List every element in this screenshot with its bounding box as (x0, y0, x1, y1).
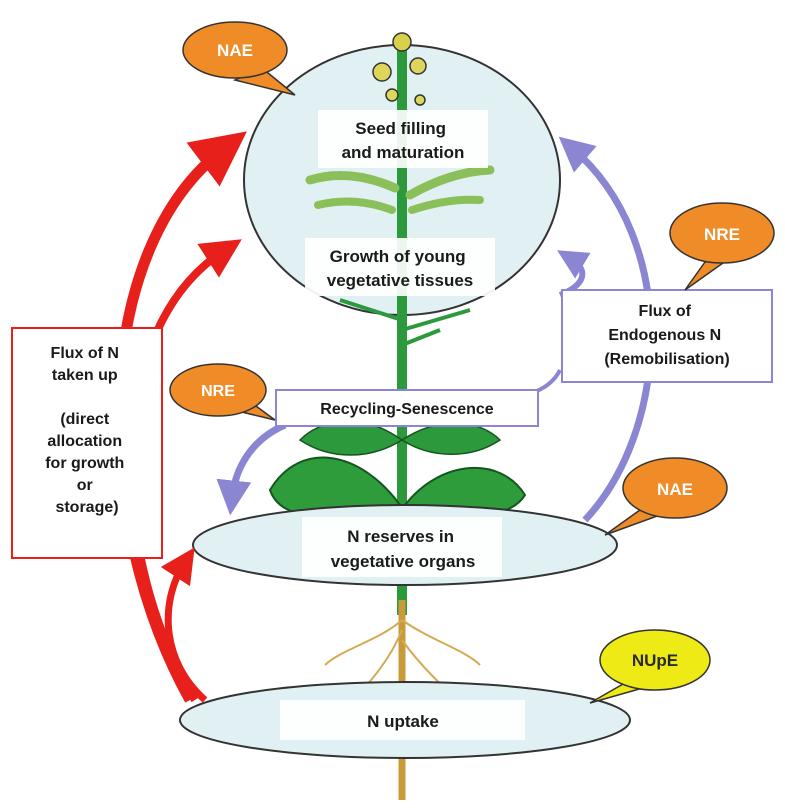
bubble-nre-right: NRE (669, 202, 775, 291)
svg-text:N uptake: N uptake (367, 712, 439, 731)
svg-text:Flux of N taken up: Flux of N taken up (direct allocation fo… (45, 345, 129, 516)
uptake-label-bg (280, 700, 525, 740)
flux-taken-up-line: for growth (45, 455, 124, 472)
bubble-nae-right-label: NAE (657, 480, 693, 499)
young-growth-label-line2: vegetative tissues (327, 271, 473, 290)
uptake-arrow-to-reserves (160, 547, 208, 703)
reserves-label-line2: vegetative organs (331, 552, 476, 571)
bubble-nupe: NUpE (589, 629, 711, 704)
seed-pod (405, 165, 495, 200)
bubble-nre-right-label: NRE (704, 225, 740, 244)
seed-pod (305, 171, 400, 193)
reserves-label-bg (302, 517, 502, 577)
flux-taken-up-line: taken up (52, 367, 118, 384)
svg-text:N reserves in vegetative o: N reserves in vegetative organs (331, 527, 476, 571)
recycling-senescence-box: Recycling-Senescence (275, 389, 539, 427)
young-growth-label-line1: Growth of young (330, 247, 466, 266)
flower-icon (392, 32, 412, 52)
flux-taken-up-line: Flux of N (51, 345, 119, 362)
seed-filling-label-line2: and maturation (342, 143, 465, 162)
flux-endogenous-line: Flux of (639, 303, 692, 320)
flower-icon (385, 88, 399, 102)
flux-endogenous-box: Flux of Endogenous N (Remobilisation) (561, 289, 773, 383)
flux-taken-up-line: allocation (47, 433, 122, 450)
seed-pod (408, 195, 484, 214)
flux-endogenous-line: (Remobilisation) (604, 351, 729, 368)
plant-branch (401, 328, 441, 347)
root-system (401, 619, 481, 666)
bubble-nae-top-label: NAE (217, 41, 253, 60)
flux-taken-up-box: Flux of N taken up (direct allocation fo… (11, 327, 163, 559)
seed-filling-label-line1: Seed filling (355, 119, 446, 138)
flux-taken-up-line: storage) (55, 499, 118, 516)
growth-label-bg (305, 238, 495, 296)
flux-taken-up-line: (direct (60, 411, 110, 428)
flower-icon (409, 57, 427, 75)
plant-branch (339, 298, 403, 322)
recycling-senescence-label: Recycling-Senescence (320, 401, 494, 418)
bubble-nupe-label: NUpE (632, 651, 678, 670)
flower-icon (414, 94, 426, 106)
bubble-nae-right: NAE (604, 457, 728, 536)
svg-text:Seed filling and maturatio: Seed filling and maturation (342, 119, 465, 162)
flux-taken-up-line: or (77, 477, 93, 494)
svg-text:Growth of young vegetative: Growth of young vegetative tissues (327, 247, 473, 290)
bubble-nre-left-label: NRE (201, 383, 235, 400)
seed-pod (314, 197, 396, 214)
bubble-nre-left: NRE (169, 363, 276, 421)
recycling-arrow-to-reserves (216, 421, 287, 516)
reserves-label-line1: N reserves in (347, 527, 454, 546)
flux-endogenous-line: Endogenous N (608, 327, 721, 344)
plant-branch (401, 308, 471, 332)
seed-label-bg (318, 110, 488, 168)
leaf-icon (400, 422, 502, 455)
bubble-nae-top: NAE (182, 21, 296, 96)
flower-icon (372, 62, 392, 82)
uptake-label: N uptake (367, 712, 439, 731)
plant-illustration (268, 32, 527, 800)
root-system (324, 619, 403, 666)
svg-text:Flux of Endogenous N: Flux of Endogenous N (Remobilisation) (604, 303, 729, 368)
